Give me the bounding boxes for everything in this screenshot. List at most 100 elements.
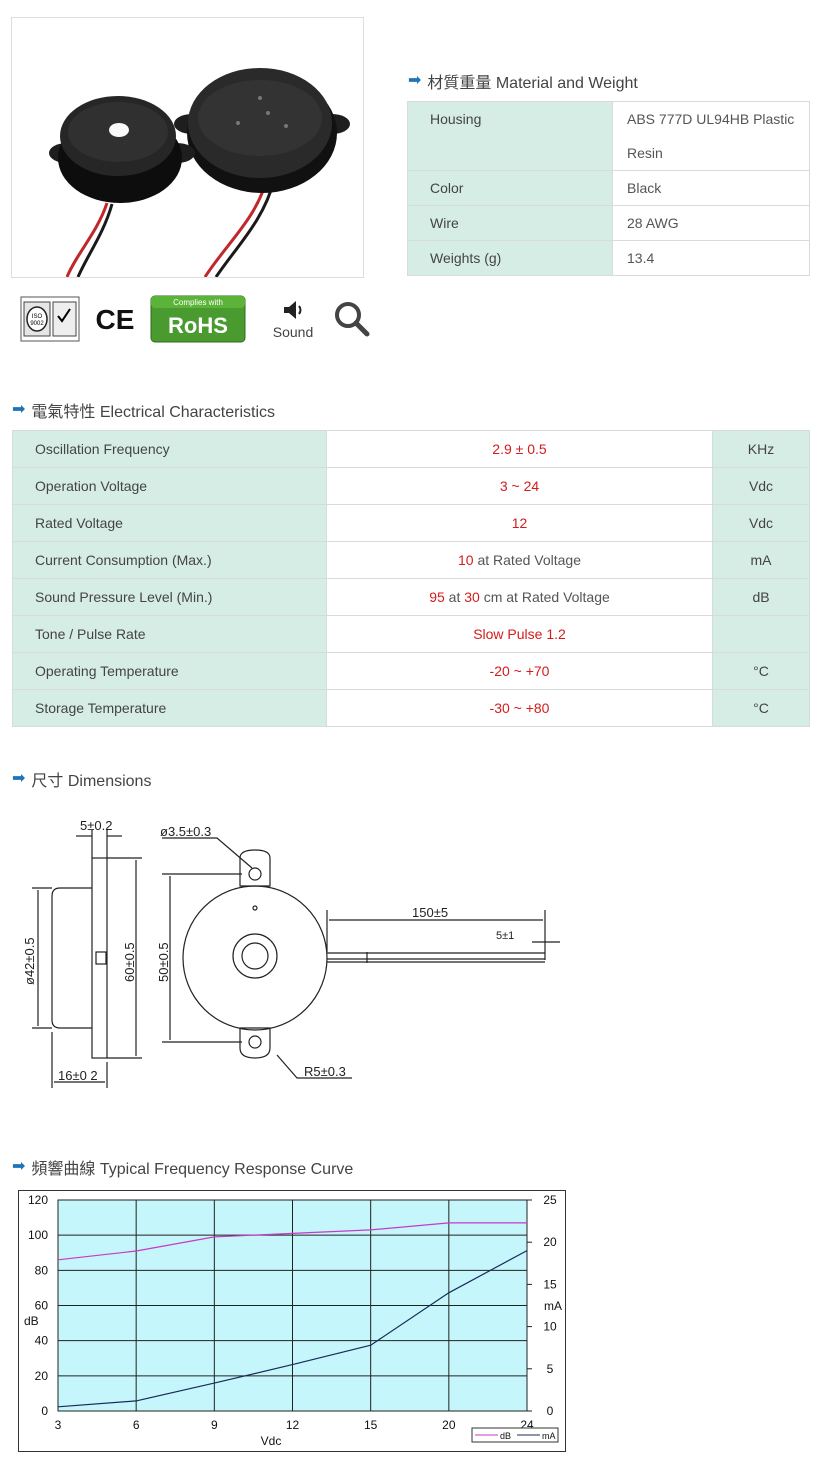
arrow-right-icon: ➡ <box>12 1158 26 1175</box>
y-left-tick-label: 80 <box>35 1263 49 1277</box>
y-right-tick-label: 25 <box>543 1193 557 1207</box>
arrow-right-icon: ➡ <box>12 401 26 418</box>
dim-body-diameter: ø42±0.5 <box>22 937 37 985</box>
row-label: Housing <box>407 101 613 171</box>
arrow-right-icon: ➡ <box>12 770 26 787</box>
dim-height: 16±0 2 <box>58 1068 98 1083</box>
table-row: Operation Voltage 3 ~ 24 Vdc <box>12 467 810 505</box>
iso-9002-icon: ISO 9002 <box>20 296 80 342</box>
dim-strip: 5±1 <box>496 930 514 942</box>
table-row: Sound Pressure Level (Min.) 95 at 30 cm … <box>12 578 810 616</box>
row-value: Black <box>612 170 810 206</box>
dim-hole: ø3.5±0.3 <box>160 824 211 839</box>
y-right-tick-label: 5 <box>547 1362 554 1376</box>
dim-mount: 50±0.5 <box>156 942 171 982</box>
row-value: 12 <box>326 504 713 542</box>
row-label: Operation Voltage <box>12 467 327 505</box>
dimensions-drawing: 5±0.2 ø3.5±0.3 150±5 5±1 ø42±0.5 60±0.5 … <box>22 818 560 1088</box>
x-tick-label: 6 <box>133 1418 140 1432</box>
y-left-axis-label: dB <box>24 1314 39 1328</box>
svg-text:9002: 9002 <box>30 321 44 327</box>
row-unit: °C <box>712 652 810 690</box>
table-row: Oscillation Frequency 2.9 ± 0.5 KHz <box>12 430 810 468</box>
row-value: 95 at 30 cm at Rated Voltage <box>326 578 713 616</box>
series-line-mA <box>57 1250 528 1408</box>
dimensions-section-title: ➡ 尺寸 Dimensions <box>12 770 152 791</box>
row-value: Slow Pulse 1.2 <box>326 615 713 653</box>
row-label: Weights (g) <box>407 240 613 276</box>
y-left-tick-label: 60 <box>35 1299 49 1313</box>
row-unit: mA <box>712 541 810 579</box>
row-value: 10 at Rated Voltage <box>326 541 713 579</box>
legend-label-mA: mA <box>542 1431 556 1441</box>
x-tick-label: 15 <box>364 1418 378 1432</box>
x-tick-label: 9 <box>211 1418 218 1432</box>
table-row: Housing ABS 777D UL94HB Plastic Resin <box>407 101 810 171</box>
row-unit: °C <box>712 689 810 727</box>
row-value: 28 AWG <box>612 205 810 241</box>
row-label: Wire <box>407 205 613 241</box>
electrical-section-title: ➡ 電氣特性 Electrical Characteristics <box>12 401 276 422</box>
y-left-tick-label: 0 <box>41 1404 48 1418</box>
row-label: Current Consumption (Max.) <box>12 541 327 579</box>
material-section-title: ➡ 材質重量 Material and Weight <box>408 72 638 93</box>
row-label: Sound Pressure Level (Min.) <box>12 578 327 616</box>
x-tick-label: 12 <box>286 1418 300 1432</box>
y-left-tick-label: 40 <box>35 1334 49 1348</box>
magnify-icon[interactable] <box>332 299 372 339</box>
row-value: -20 ~ +70 <box>326 652 713 690</box>
arrow-right-icon: ➡ <box>408 72 422 89</box>
y-right-tick-label: 15 <box>543 1277 557 1291</box>
product-photo <box>11 17 364 278</box>
certification-icons: ISO 9002 CE Complies with RoHS Sound <box>20 293 372 345</box>
row-value: ABS 777D UL94HB Plastic Resin <box>612 101 810 171</box>
row-label: Rated Voltage <box>12 504 327 542</box>
x-axis-label: Vdc <box>261 1434 282 1448</box>
electrical-table: Oscillation Frequency 2.9 ± 0.5 KHz Oper… <box>12 430 810 727</box>
dim-radius: R5±0.3 <box>304 1064 346 1079</box>
series-line-dB <box>57 1222 527 1261</box>
dim-thickness: 5±0.2 <box>80 818 112 833</box>
speaker-icon <box>284 301 302 319</box>
svg-text:ISO: ISO <box>32 314 43 320</box>
y-left-tick-label: 120 <box>28 1193 48 1207</box>
row-label: Tone / Pulse Rate <box>12 615 327 653</box>
svg-text:Complies with: Complies with <box>173 298 223 307</box>
y-right-tick-label: 10 <box>543 1320 557 1334</box>
sound-button[interactable]: Sound <box>268 298 318 340</box>
y-right-tick-label: 20 <box>543 1235 557 1249</box>
row-unit: dB <box>712 578 810 616</box>
row-value: 13.4 <box>612 240 810 276</box>
buzzer-image <box>49 68 350 278</box>
table-row: Tone / Pulse Rate Slow Pulse 1.2 <box>12 615 810 653</box>
curve-section-title: ➡ 頻響曲線 Typical Frequency Response Curve <box>12 1158 354 1179</box>
svg-text:CE: CE <box>96 304 135 335</box>
row-unit: Vdc <box>712 504 810 542</box>
ce-icon: CE <box>96 304 135 335</box>
legend-box <box>471 1427 559 1443</box>
table-row: Color Black <box>407 170 810 206</box>
table-row: Rated Voltage 12 Vdc <box>12 504 810 542</box>
rohs-icon: Complies with RoHS <box>150 295 246 343</box>
x-tick-label: 20 <box>442 1418 456 1432</box>
table-row: Storage Temperature -30 ~ +80 °C <box>12 689 810 727</box>
table-row: Operating Temperature -20 ~ +70 °C <box>12 652 810 690</box>
row-unit <box>712 615 810 653</box>
sound-label: Sound <box>272 324 314 340</box>
row-value: 3 ~ 24 <box>326 467 713 505</box>
svg-text:RoHS: RoHS <box>168 313 228 338</box>
row-value: -30 ~ +80 <box>326 689 713 727</box>
table-row: Current Consumption (Max.) 10 at Rated V… <box>12 541 810 579</box>
x-tick-label: 3 <box>55 1418 62 1432</box>
row-unit: Vdc <box>712 467 810 505</box>
row-label: Operating Temperature <box>12 652 327 690</box>
material-table: Housing ABS 777D UL94HB Plastic Resin Co… <box>407 101 810 276</box>
row-unit: KHz <box>712 430 810 468</box>
row-label: Color <box>407 170 613 206</box>
y-left-tick-label: 100 <box>28 1228 48 1242</box>
y-right-axis-label: mA <box>544 1299 562 1313</box>
row-value: 2.9 ± 0.5 <box>326 430 713 468</box>
row-label: Storage Temperature <box>12 689 327 727</box>
table-row: Weights (g) 13.4 <box>407 240 810 276</box>
